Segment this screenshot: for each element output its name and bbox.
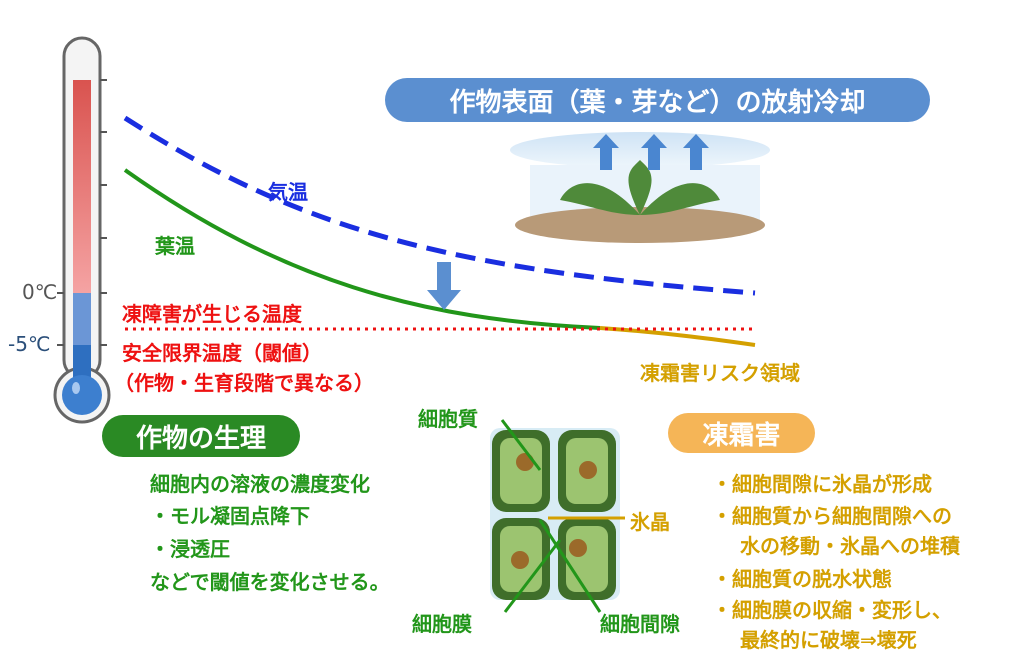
physiology-line: ・浸透圧 [150, 537, 230, 561]
frost-damage-line: 水の移動・氷晶への堆積 [740, 534, 960, 558]
membrane-label: 細胞膜 [412, 612, 472, 636]
frost-damage-line: 最終的に破壊⇒壊死 [740, 628, 917, 652]
air-temp-label: 気温 [268, 180, 308, 204]
safe-limit-label: 安全限界温度（閾値） [122, 341, 322, 365]
freeze-injury-temp-label: 凍障害が生じる温度 [122, 302, 302, 326]
physiology-line: などで閾値を変化させる。 [150, 570, 390, 594]
frost-damage-line: ・細胞質から細胞間隙への [712, 504, 952, 528]
down-arrow-icon [427, 262, 461, 310]
risk-zone-label: 凍霜害リスク領域 [640, 361, 800, 385]
physiology-line: 細胞内の溶液の濃度変化 [150, 472, 370, 496]
frosted-plant-image [510, 132, 770, 243]
thermometer-label-minus5: -5℃ [8, 332, 51, 356]
leaf-temperature-curve [123, 168, 601, 330]
air-temperature-curve [123, 115, 756, 296]
cytoplasm-label: 細胞質 [418, 407, 478, 431]
physiology-badge: 作物の生理 [102, 415, 300, 457]
frost-damage-line: ・細胞膜の収縮・変形し、 [712, 598, 952, 622]
leaf-temp-label: 葉温 [155, 234, 195, 258]
thermometer-icon [53, 36, 111, 424]
ice-crystal-label: 氷晶 [630, 510, 670, 534]
frost-damage-line: ・細胞質の脱水状態 [712, 567, 892, 591]
radiative-cooling-title: 作物表面（葉・芽など）の放射冷却 [385, 78, 930, 122]
frost-damage-badge: 凍霜害 [668, 413, 815, 453]
plant-cell-image [490, 419, 625, 613]
threshold-varies-note: （作物・生育段階で異なる） [114, 371, 374, 395]
thermometer-label-0: 0℃ [22, 280, 58, 304]
intercellular-space-label: 細胞間隙 [600, 612, 680, 636]
risk-zone-curve [599, 326, 756, 347]
physiology-line: ・モル凝固点降下 [150, 504, 310, 528]
frost-damage-line: ・細胞間隙に氷晶が形成 [712, 472, 932, 496]
